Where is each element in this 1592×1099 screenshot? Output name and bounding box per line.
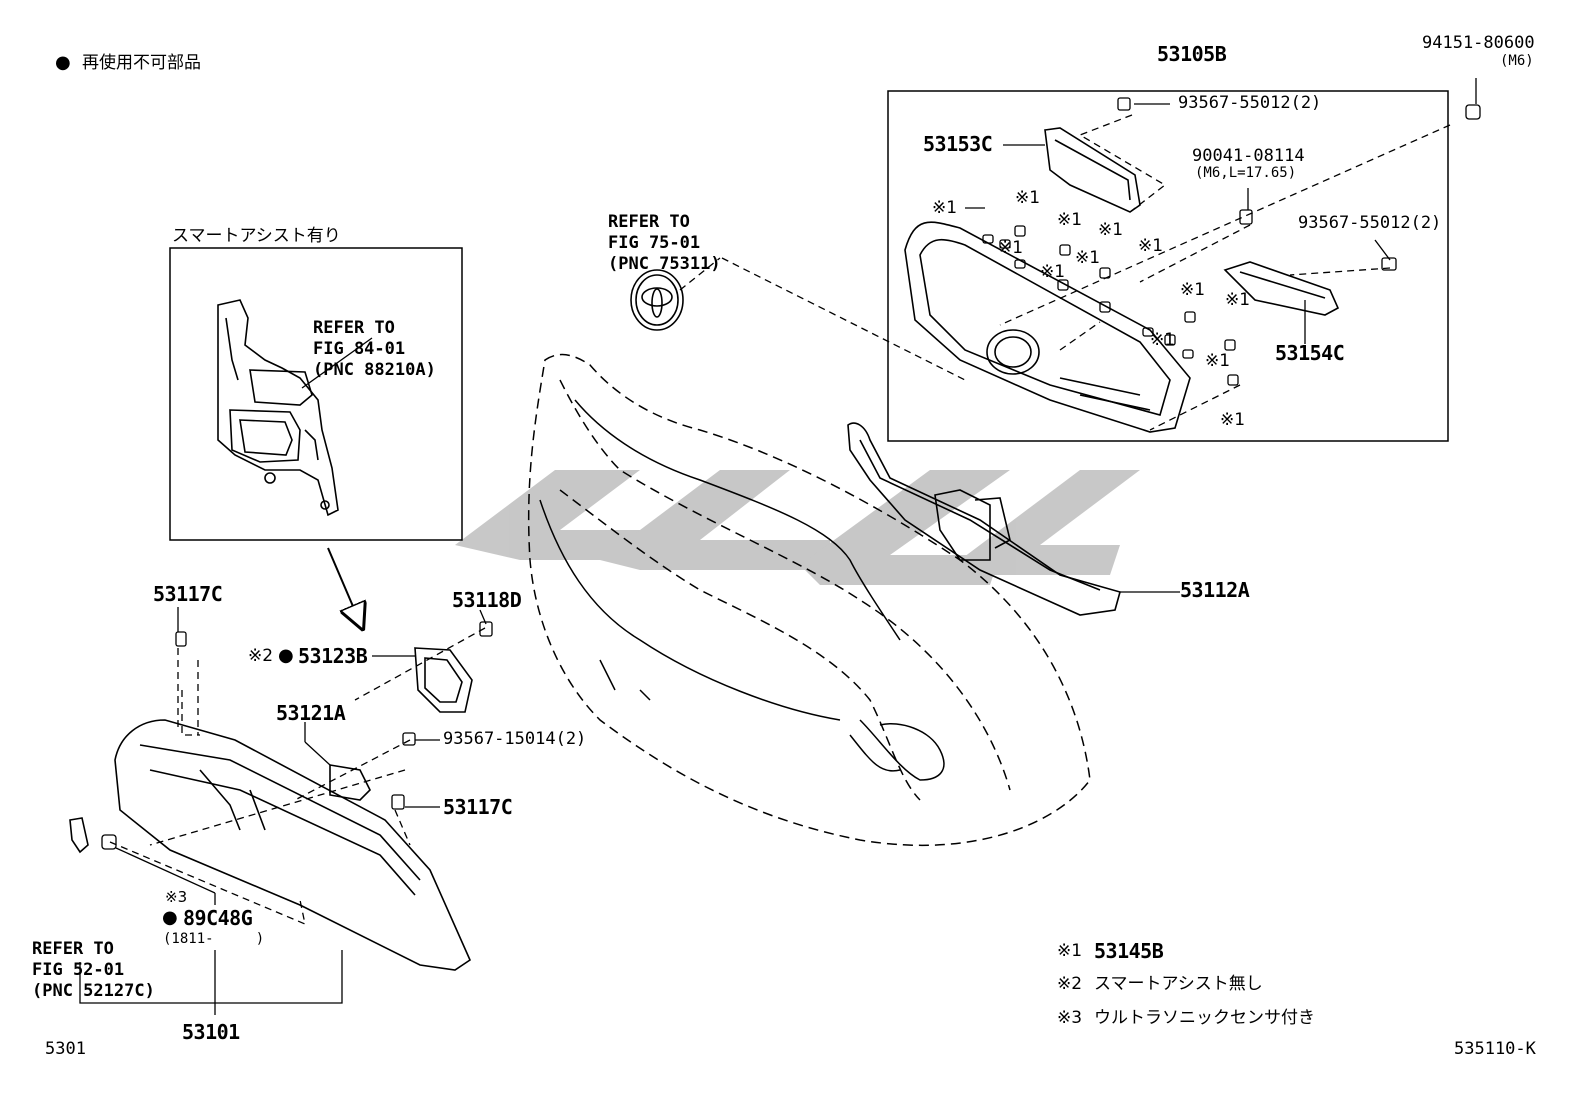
part-53123b: 53123B	[298, 644, 368, 668]
bumper-cover-solid	[539, 399, 945, 781]
part-53121a: 53121A	[276, 701, 346, 725]
mark-1-d: ※1	[1057, 210, 1083, 230]
note-3-text: ウルトラソニックセンサ付き	[1094, 1008, 1315, 1028]
toyota-emblem	[630, 269, 684, 331]
mark-1-l: ※1	[1205, 351, 1231, 371]
grille-box	[887, 90, 1449, 442]
note-1-mark: ※1	[1057, 941, 1083, 961]
note-2-key: ※2	[1057, 974, 1083, 994]
mark-1-a: ※1	[932, 198, 958, 218]
footer-left-code: 5301	[45, 1039, 86, 1059]
part-90041-08114: 90041-08114	[1192, 146, 1305, 166]
part-53112a: 53112A	[1180, 578, 1250, 602]
clips	[101, 97, 1481, 850]
upper-grille-drawing	[904, 221, 1191, 433]
mark-1-i: ※1	[1180, 280, 1206, 300]
part-94151-sub: (M6)	[1500, 53, 1534, 69]
part-53101: 53101	[182, 1020, 240, 1044]
mark-1-e: ※1	[1098, 220, 1124, 240]
arrow-shaft	[327, 547, 358, 618]
mark-1-k: ※1	[1150, 330, 1176, 350]
non-reusable-mark-53123b: ●	[278, 645, 294, 666]
note-3-mark: ※3	[165, 888, 188, 906]
note-3-key: ※3	[1057, 1008, 1083, 1028]
mark-1-f: ※1	[1075, 248, 1101, 268]
smart-assist-title: スマートアシスト有り	[172, 226, 341, 246]
non-reusable-mark-89c48g: ●	[162, 907, 178, 928]
mark-1-j: ※1	[1225, 290, 1251, 310]
upper-garnish-left	[1044, 127, 1141, 213]
part-53153c: 53153C	[923, 132, 993, 156]
part-94151-80600: 94151-80600	[1422, 33, 1535, 53]
leader-line	[301, 337, 373, 389]
note-2-mark: ※2	[248, 646, 274, 666]
lower-grille-assembly	[69, 647, 473, 971]
footer-right-code: 535110-K	[1454, 1039, 1536, 1059]
note-2-text: スマートアシスト無し	[1094, 974, 1263, 994]
solid-leaders	[79, 78, 1477, 1015]
legend-mark: ●	[55, 52, 71, 73]
smart-assist-box	[169, 247, 463, 541]
part-90041-sub: (M6,L=17.65)	[1195, 165, 1297, 181]
dashed-leaders	[109, 114, 1451, 926]
mark-1-h: ※1	[1138, 236, 1164, 256]
upper-garnish-right	[1223, 261, 1340, 316]
part-89c48g: 89C48G	[183, 906, 253, 930]
part-53117c-top: 53117C	[153, 582, 223, 606]
part-93567-55012-right: 93567-55012(2)	[1298, 213, 1442, 233]
part-53118d: 53118D	[452, 588, 522, 612]
bumper-cover-drawing	[527, 353, 1091, 847]
mark-1-b: ※1	[1015, 188, 1041, 208]
lower-grille-drawing	[847, 422, 1121, 616]
sensor-bracket-drawing	[217, 299, 339, 517]
legend-text: 再使用不可部品	[82, 53, 201, 73]
mark-1-m: ※1	[1220, 410, 1246, 430]
mark-1-c: ※1	[998, 238, 1024, 258]
watermark-logo	[455, 470, 1140, 585]
part-53117c-mid: 53117C	[443, 795, 513, 819]
note-1-text: 53145B	[1094, 939, 1164, 963]
mark-1-g: ※1	[1040, 262, 1066, 282]
part-93567-55012-top: 93567-55012(2)	[1178, 93, 1322, 113]
part-53105b: 53105B	[1157, 42, 1227, 66]
part-93567-15014: 93567-15014(2)	[443, 729, 587, 749]
part-53154c: 53154C	[1275, 341, 1345, 365]
part-89c48g-sub: (1811- )	[163, 931, 265, 947]
